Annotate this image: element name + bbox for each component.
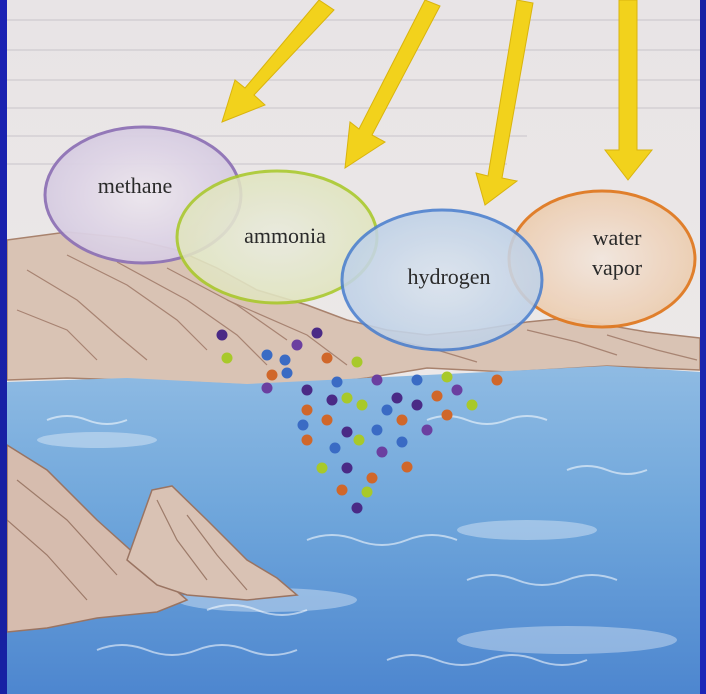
molecule-dot [442,410,453,421]
molecule-dot [432,391,443,402]
molecule-dot [280,355,291,366]
molecule-dot [412,375,423,386]
label-methane: methane [98,173,173,198]
molecule-dot [330,443,341,454]
molecule-dot [357,400,368,411]
molecule-dot [412,400,423,411]
molecule-dot [327,395,338,406]
molecule-dot [392,393,403,404]
molecule-dot [377,447,388,458]
molecule-dot [352,357,363,368]
molecule-dot [302,405,313,416]
label-ammonia: ammonia [244,223,326,248]
molecule-dot [397,415,408,426]
molecule-dot [262,383,273,394]
molecule-dot [292,340,303,351]
molecule-dot [222,353,233,364]
molecule-dot [372,375,383,386]
molecule-dot [402,462,413,473]
molecule-dot [397,437,408,448]
molecule-dot [312,328,323,339]
molecule-dot [492,375,503,386]
label-water-vapor-line2: vapor [592,255,643,280]
molecule-dot [217,330,228,341]
molecule-dot [352,503,363,514]
molecule-dot [317,463,328,474]
molecule-dot [262,350,273,361]
molecule-dot [322,415,333,426]
molecule-dot [302,385,313,396]
molecule-dot [298,420,309,431]
molecule-dot [342,463,353,474]
molecule-dot [362,487,373,498]
molecule-dot [422,425,433,436]
molecule-dot [342,427,353,438]
molecule-dot [332,377,343,388]
molecule-dot [372,425,383,436]
molecule-dot [322,353,333,364]
early-earth-atmosphere-illustration: methane ammonia hydrogen water vapor [7,0,700,694]
molecule-dot [282,368,293,379]
label-hydrogen: hydrogen [407,264,490,289]
label-water-vapor-line1: water [593,225,643,250]
molecule-dot [467,400,478,411]
molecule-dot [267,370,278,381]
molecule-dot [337,485,348,496]
molecule-dot [452,385,463,396]
molecule-dot [442,372,453,383]
molecule-dot [367,473,378,484]
molecule-dot [354,435,365,446]
molecule-dot [302,435,313,446]
molecule-dot [342,393,353,404]
molecule-dot [382,405,393,416]
